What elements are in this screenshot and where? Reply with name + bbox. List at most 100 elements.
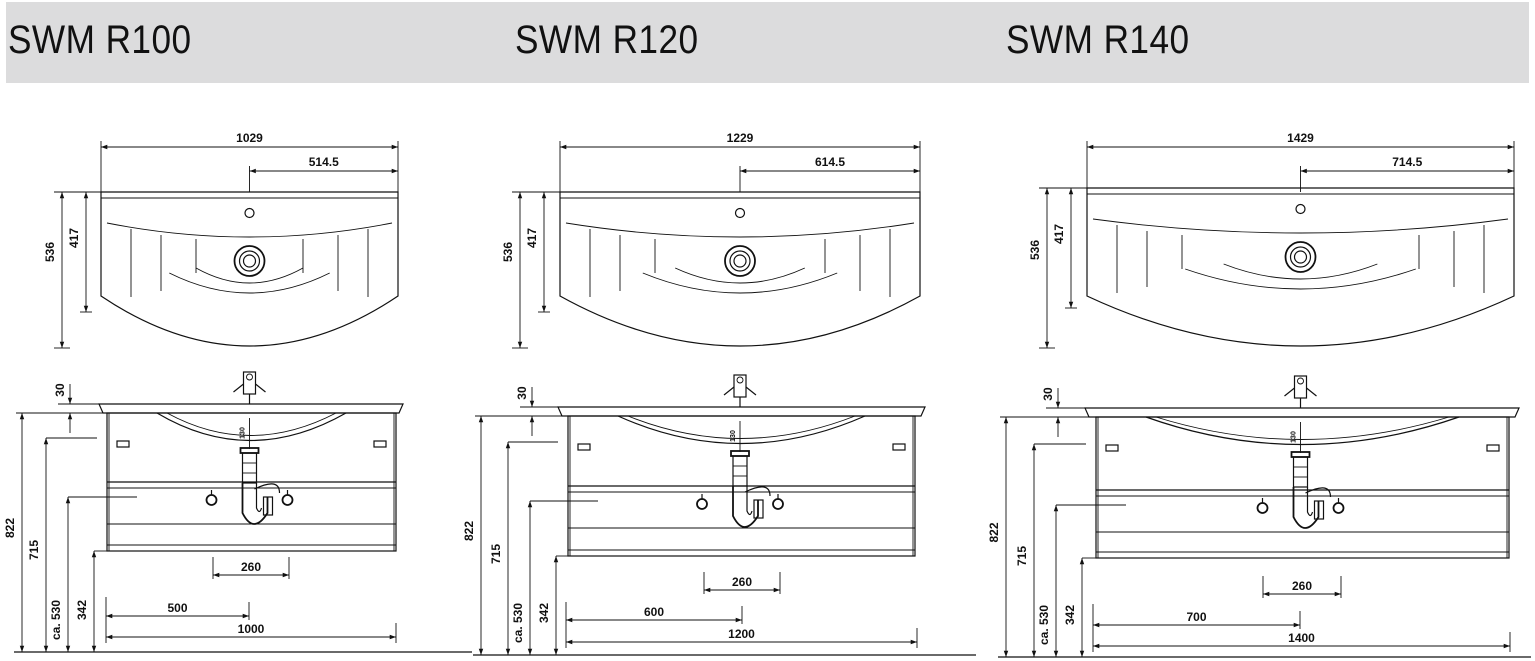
angle-valve <box>696 498 708 510</box>
total-height-label: 822 <box>462 521 476 541</box>
unit-width-label: 1400 <box>1288 631 1315 645</box>
half-width-label: 514.5 <box>309 155 339 169</box>
siphon-pipe <box>732 455 748 487</box>
bowl-curve <box>642 272 838 294</box>
unit-width-label: 1200 <box>728 627 755 641</box>
bottom-height-label: ca. 530 <box>511 603 525 643</box>
tap-body <box>733 374 747 398</box>
drain-ring <box>1289 246 1312 268</box>
siphon-pipe <box>1292 456 1309 488</box>
siphon-outlet <box>1313 500 1325 520</box>
countertop <box>1084 407 1520 418</box>
tap-lever <box>1284 387 1317 397</box>
overflow-hose <box>1305 487 1332 498</box>
basin-outline <box>100 191 399 347</box>
siphon-pipe <box>241 452 258 484</box>
angle-valve <box>205 494 218 506</box>
floor-gap-label: 342 <box>537 603 551 623</box>
front-bowl-inner <box>166 412 337 436</box>
drain-outer <box>724 245 756 277</box>
drain-inner <box>242 254 257 268</box>
unit-width-label: 1000 <box>238 622 265 636</box>
drain-ring <box>729 250 751 272</box>
bottom-height-label: ca. 530 <box>49 600 63 640</box>
floor-gap-label: 342 <box>75 600 89 620</box>
total-width-label: 1229 <box>727 131 754 145</box>
depth-label: 536 <box>501 242 515 262</box>
half-width-label: 614.5 <box>815 155 845 169</box>
siphon-trap <box>1292 487 1320 529</box>
overflow-hose <box>254 483 281 494</box>
wall-bracket <box>892 443 906 451</box>
tap-knob <box>736 376 744 384</box>
half-unit-width-label: 700 <box>1186 610 1206 624</box>
bowl-edge <box>106 222 393 238</box>
drain-flange <box>730 450 750 457</box>
unit-height-label: 715 <box>489 544 503 564</box>
floor-gap-label: 342 <box>1063 605 1077 625</box>
bowl-curve <box>675 267 805 284</box>
tap-knob <box>246 373 253 381</box>
front-bowl-inner <box>627 415 856 439</box>
unit-height-label: 715 <box>1015 546 1029 566</box>
tap-hole <box>244 207 255 219</box>
bottom-height-label: ca. 530 <box>1037 605 1051 645</box>
tap-body <box>242 371 257 395</box>
bowl-curve <box>1223 263 1378 280</box>
model-title-r120: SWM R120 <box>515 18 699 62</box>
siphon-width-label: 260 <box>1292 579 1312 593</box>
tap-hole <box>1295 203 1306 215</box>
model-title-r100: SWM R100 <box>8 18 192 62</box>
siphon-trap-inner <box>746 486 753 516</box>
tap-body <box>1293 375 1308 399</box>
bowl-curve <box>169 272 330 294</box>
siphon-outlet <box>262 496 274 516</box>
top-view: 1029 514.5 536 417 <box>43 131 399 349</box>
header-band <box>6 2 1529 83</box>
top-view: 1229 614.5 536 417 <box>501 131 921 349</box>
drain-flange <box>239 447 260 454</box>
drain-ring <box>238 250 261 272</box>
depth-label: 536 <box>43 242 57 262</box>
total-height-label: 822 <box>987 522 1001 542</box>
depth-label: 536 <box>1028 240 1042 260</box>
siphon-outlet <box>753 499 764 519</box>
wall-bracket <box>373 440 387 448</box>
countertop <box>557 406 926 417</box>
drain-inner <box>733 254 747 268</box>
siphon-trap-inner <box>255 483 263 513</box>
half-width-label: 714.5 <box>1392 155 1422 169</box>
bowl-curve <box>1185 268 1416 290</box>
cabinet-body <box>1095 416 1510 559</box>
drain-outer <box>233 245 266 277</box>
siphon-width-label: 260 <box>241 560 261 574</box>
tap-lever <box>233 383 266 393</box>
unit-height-label: 715 <box>27 540 41 560</box>
wall-bracket <box>577 443 591 451</box>
total-width-label: 1029 <box>236 131 263 145</box>
total-width-label: 1429 <box>1287 131 1314 145</box>
angle-valve <box>1332 502 1345 514</box>
half-unit-width-label: 600 <box>644 605 664 619</box>
top-thickness-label: 30 <box>53 383 67 397</box>
countertop <box>98 403 404 414</box>
bowl-edge <box>1092 218 1509 234</box>
inner-depth-label: 417 <box>67 228 81 248</box>
tap-knob <box>1297 377 1304 385</box>
drain-inner <box>1293 250 1308 264</box>
wall-bracket <box>1105 444 1119 452</box>
inner-depth-label: 417 <box>525 228 539 248</box>
angle-valve <box>772 498 784 510</box>
bowl-curve <box>195 267 304 284</box>
model-title-r140: SWM R140 <box>1006 18 1190 62</box>
drain-offset-label: 130 <box>730 430 737 442</box>
wall-bracket <box>1486 444 1500 452</box>
basin-outline <box>1086 187 1515 347</box>
front-bowl <box>617 415 866 445</box>
front-bowl <box>156 412 347 441</box>
